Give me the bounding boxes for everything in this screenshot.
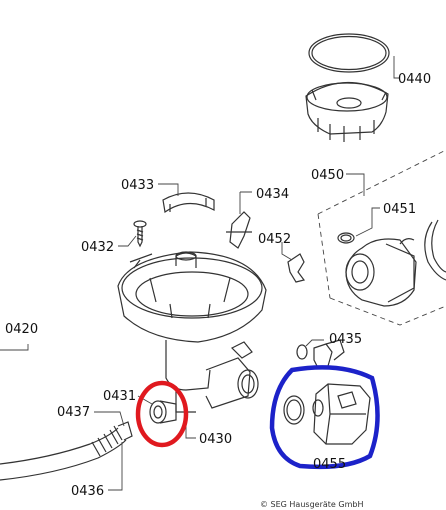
sump-outlet bbox=[205, 357, 251, 409]
leader-0434 bbox=[239, 191, 252, 214]
pump-hose-ring-inner bbox=[431, 219, 446, 273]
sump-stem-top bbox=[175, 251, 197, 261]
part-0432-screw[interactable] bbox=[133, 220, 147, 248]
label-0435: 0435 bbox=[329, 332, 362, 347]
sump-bowl bbox=[117, 251, 267, 343]
label-0432: 0432 bbox=[81, 240, 114, 255]
leader-0436 bbox=[108, 442, 123, 491]
pump-edges bbox=[325, 383, 366, 445]
pump-motor bbox=[385, 243, 415, 303]
cover-ribs bbox=[169, 198, 207, 212]
hose-corrugation bbox=[91, 425, 123, 457]
seal-ring-0440 bbox=[308, 33, 390, 73]
sump-ribs bbox=[149, 277, 231, 319]
highlight-blue-circle bbox=[269, 365, 380, 470]
sensor-body bbox=[313, 343, 333, 369]
lid-center bbox=[336, 97, 362, 109]
sump-rim bbox=[121, 257, 263, 319]
label-0455: 0455 bbox=[313, 457, 346, 472]
pump-seal-inner bbox=[286, 399, 302, 421]
highlight-red-circle bbox=[135, 380, 189, 448]
leader-0437 bbox=[94, 411, 125, 427]
label-0436: 0436 bbox=[71, 484, 104, 499]
part-0455-drain-pump[interactable] bbox=[283, 383, 371, 445]
sensor-cap bbox=[325, 339, 345, 361]
pump-outlet bbox=[399, 238, 415, 245]
pump-inlet bbox=[345, 253, 375, 291]
copyright-text: © SEG Hausgeräte GmbH bbox=[260, 500, 363, 509]
part-0433-cover[interactable] bbox=[162, 192, 215, 214]
cover-shape bbox=[162, 192, 215, 214]
label-0434: 0434 bbox=[256, 187, 289, 202]
label-0440: 0440 bbox=[398, 72, 431, 87]
label-0451: 0451 bbox=[383, 202, 416, 217]
part-0436-hose[interactable] bbox=[0, 421, 133, 481]
pump-block bbox=[313, 383, 371, 445]
lever-body bbox=[229, 211, 251, 249]
pump-clip-inner bbox=[340, 234, 352, 242]
clip-body bbox=[287, 253, 306, 283]
screw-shaft bbox=[137, 226, 143, 248]
sensor-ring bbox=[296, 344, 308, 360]
leader-0420 bbox=[0, 344, 29, 351]
sump-inner bbox=[135, 271, 249, 317]
part-0452-clip[interactable] bbox=[287, 253, 306, 283]
leader-0450 bbox=[346, 173, 365, 196]
sump-outlet-port-inner bbox=[241, 374, 255, 394]
pump-terminal bbox=[337, 391, 357, 409]
part-0451-heat-pump[interactable] bbox=[337, 219, 446, 307]
hose-upper bbox=[0, 427, 119, 465]
leader-0435 bbox=[305, 339, 324, 347]
label-0433: 0433 bbox=[121, 178, 154, 193]
label-0452: 0452 bbox=[258, 232, 291, 247]
lid-top bbox=[306, 82, 388, 112]
lid-hooks bbox=[311, 89, 387, 101]
pump-hose-ring bbox=[424, 221, 446, 281]
hose-lower bbox=[0, 439, 127, 481]
part-0434-lever[interactable] bbox=[226, 211, 252, 249]
pump-outline-dashed bbox=[317, 149, 446, 326]
part-0431-check-valve[interactable] bbox=[149, 400, 177, 424]
seal-ring-0440-inner bbox=[311, 35, 387, 71]
screw-head bbox=[133, 220, 147, 228]
leader-0452 bbox=[281, 242, 293, 261]
leader-0440 bbox=[393, 56, 400, 79]
pump-clip bbox=[337, 232, 355, 244]
leader-0432 bbox=[118, 235, 137, 247]
leader-0433 bbox=[158, 183, 179, 196]
sump-outlet-port bbox=[237, 369, 259, 399]
pump-seal bbox=[283, 395, 305, 425]
label-0430: 0430 bbox=[199, 432, 232, 447]
label-0420: 0420 bbox=[5, 322, 38, 337]
pump-housing bbox=[345, 238, 417, 307]
leader-0451 bbox=[355, 207, 380, 237]
pump-port bbox=[312, 399, 324, 417]
part-0430-sump[interactable] bbox=[117, 251, 267, 413]
valve-face bbox=[149, 400, 167, 424]
label-0437: 0437 bbox=[57, 405, 90, 420]
screw-thread bbox=[136, 229, 144, 241]
part-0440-lid[interactable] bbox=[305, 33, 390, 142]
label-0431: 0431 bbox=[103, 389, 136, 404]
leader-lines bbox=[0, 56, 400, 491]
sump-fins bbox=[129, 253, 153, 269]
sump-side-port bbox=[230, 341, 253, 359]
pump-inlet-inner bbox=[351, 260, 369, 284]
label-0450: 0450 bbox=[311, 168, 344, 183]
sump-neck bbox=[165, 340, 211, 391]
valve-inner bbox=[153, 405, 163, 419]
lid-tabs bbox=[317, 118, 375, 142]
valve-body bbox=[159, 400, 177, 424]
